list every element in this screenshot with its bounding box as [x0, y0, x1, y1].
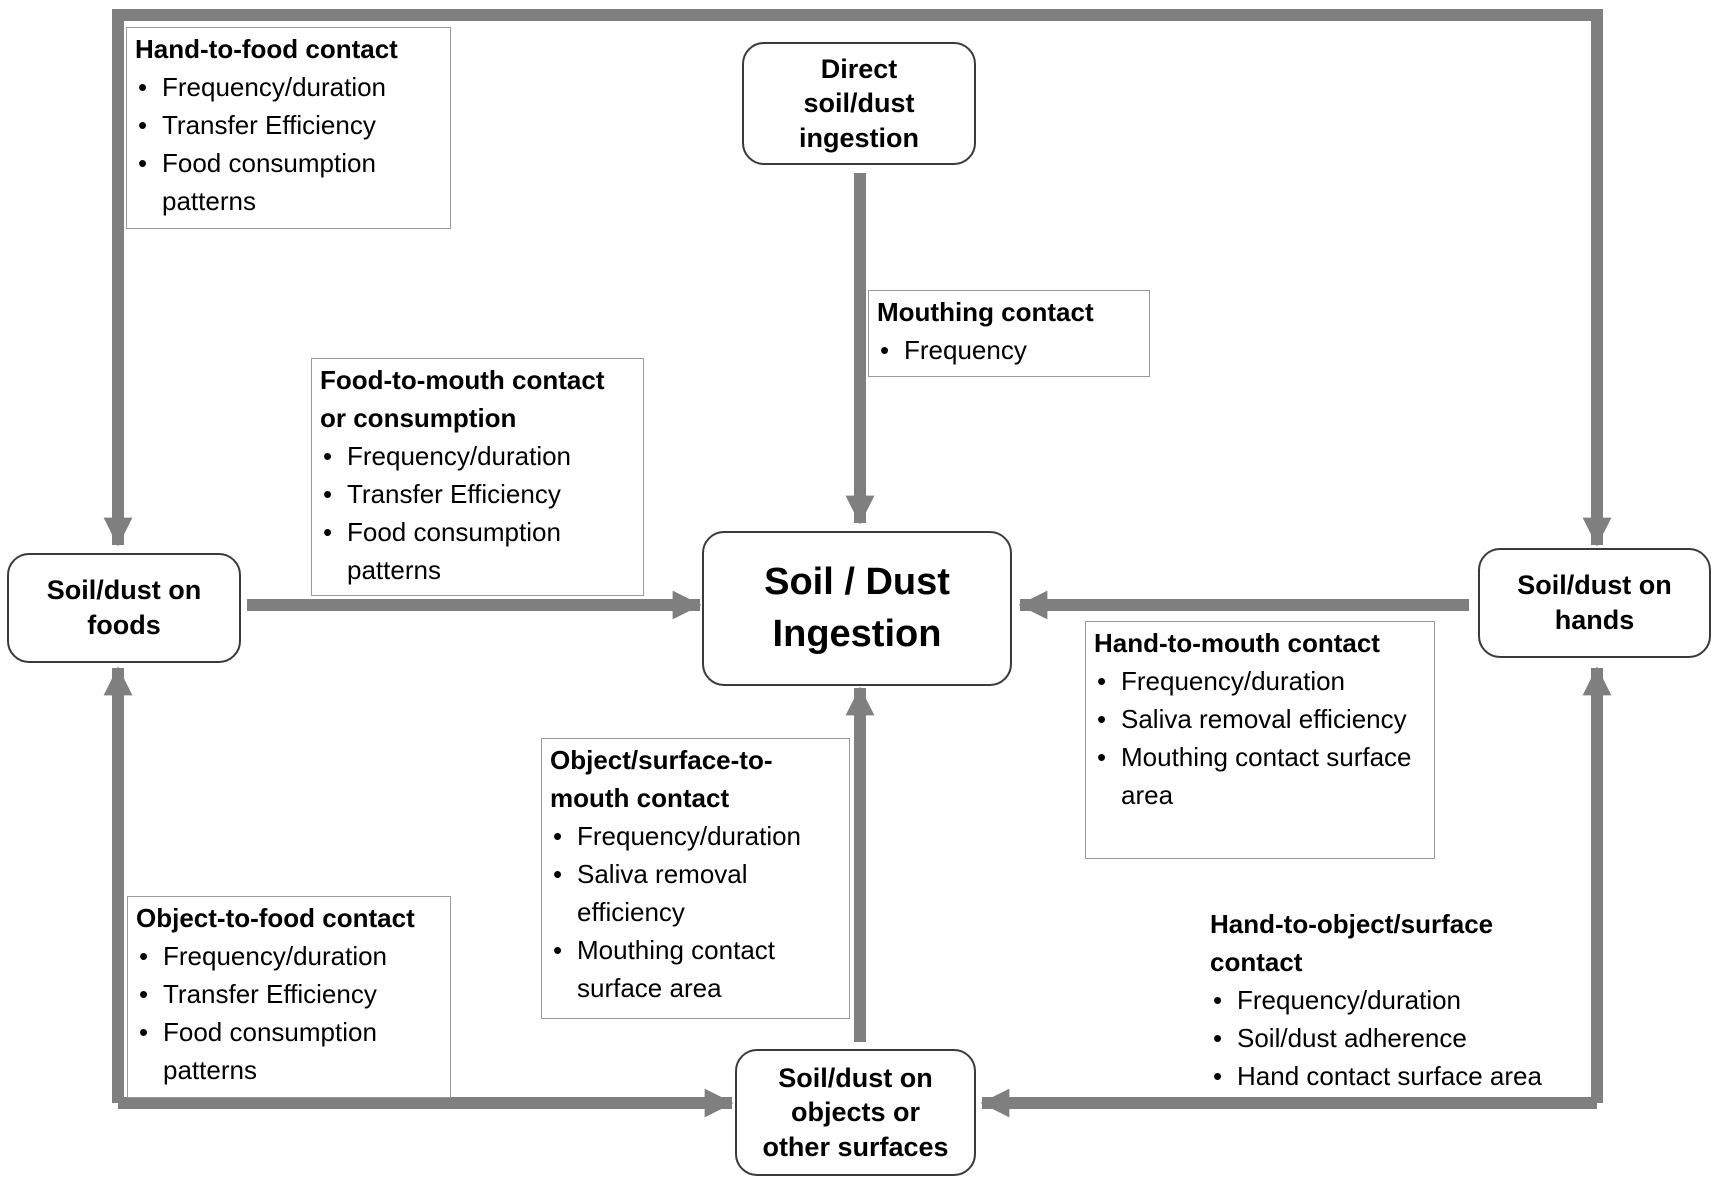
list-item: Transfer Efficiency [320, 475, 635, 513]
label-hand-to-object-surface-list: Frequency/duration Soil/dust adherence H… [1210, 981, 1580, 1095]
node-objects-line-3: other surfaces [762, 1131, 949, 1162]
list-item: Transfer Efficiency [135, 106, 442, 144]
list-item: Hand contact surface area [1210, 1057, 1580, 1095]
list-item: Frequency/duration [136, 937, 442, 975]
node-soil-dust-on-foods: Soil/dust on foods [7, 553, 241, 663]
label-food-to-mouth-title: Food-to-mouth contact or consumption [320, 365, 605, 433]
label-hand-to-mouth-list: Frequency/duration Saliva removal effici… [1094, 662, 1426, 814]
arrow-hands-to-foods [112, 9, 1603, 545]
list-item: Frequency/duration [1094, 662, 1426, 700]
label-object-surface-to-mouth-title: Object/surface-to-mouth contact [550, 745, 773, 813]
label-mouthing-title: Mouthing contact [877, 297, 1094, 327]
list-item: Frequency/duration [550, 817, 841, 855]
list-item: Saliva removal efficiency [550, 855, 841, 931]
label-hand-to-mouth: Hand-to-mouth contact Frequency/duration… [1085, 621, 1435, 859]
list-item: Food consumption patterns [320, 513, 635, 589]
label-hand-to-object-surface-title: Hand-to-object/surface contact [1210, 909, 1494, 977]
label-object-to-food-title: Object-to-food contact [136, 903, 415, 933]
label-mouthing-contact: Mouthing contact Frequency [868, 290, 1150, 377]
node-center-line-2: Ingestion [772, 612, 942, 655]
list-item: Transfer Efficiency [136, 975, 442, 1013]
node-soil-dust-ingestion: Soil / Dust Ingestion [702, 531, 1012, 686]
label-object-to-food: Object-to-food contact Frequency/duratio… [127, 896, 451, 1098]
node-center-line-1: Soil / Dust [764, 561, 950, 604]
node-direct-line-1: Direct [820, 53, 898, 84]
label-hand-to-food-list: Frequency/duration Transfer Efficiency F… [135, 68, 442, 220]
node-foods-line-1: Soil/dust on [46, 575, 202, 606]
label-object-surface-to-mouth: Object/surface-to-mouth contact Frequenc… [541, 738, 850, 1019]
label-mouthing-list: Frequency [877, 331, 1141, 369]
list-item: Soil/dust adherence [1210, 1019, 1580, 1057]
node-objects-line-1: Soil/dust on [778, 1062, 933, 1093]
node-direct-line-3: ingestion [799, 122, 919, 153]
node-direct-line-2: soil/dust [803, 88, 915, 119]
list-item: Frequency/duration [320, 437, 635, 475]
node-hands-line-1: Soil/dust on [1517, 570, 1672, 601]
node-soil-dust-on-objects: Soil/dust on objects or other surfaces [735, 1049, 976, 1176]
list-item: Frequency/duration [1210, 981, 1580, 1019]
label-hand-to-food-title: Hand-to-food contact [135, 34, 398, 64]
node-foods-line-2: foods [87, 610, 161, 640]
list-item: Mouthing contact surface area [550, 931, 841, 1007]
label-hand-to-food: Hand-to-food contact Frequency/duration … [126, 27, 451, 229]
list-item: Food consumption patterns [135, 144, 442, 220]
label-food-to-mouth: Food-to-mouth contact or consumption Fre… [311, 358, 644, 596]
label-hand-to-object-surface: Hand-to-object/surface contact Frequency… [1202, 903, 1588, 1095]
node-hands-line-2: hands [1554, 605, 1635, 635]
node-objects-line-2: objects or [790, 1097, 920, 1128]
label-object-to-food-list: Frequency/duration Transfer Efficiency F… [136, 937, 442, 1089]
list-item: Food consumption patterns [136, 1013, 442, 1089]
label-food-to-mouth-list: Frequency/duration Transfer Efficiency F… [320, 437, 635, 589]
list-item: Mouthing contact surface area [1094, 738, 1426, 814]
list-item: Saliva removal efficiency [1094, 700, 1426, 738]
list-item: Frequency/duration [135, 68, 442, 106]
label-hand-to-mouth-title: Hand-to-mouth contact [1094, 628, 1380, 658]
node-soil-dust-on-hands: Soil/dust on hands [1478, 548, 1711, 658]
list-item: Frequency [877, 331, 1141, 369]
node-direct-ingestion: Direct soil/dust ingestion [742, 42, 976, 165]
label-object-surface-to-mouth-list: Frequency/duration Saliva removal effici… [550, 817, 841, 1007]
